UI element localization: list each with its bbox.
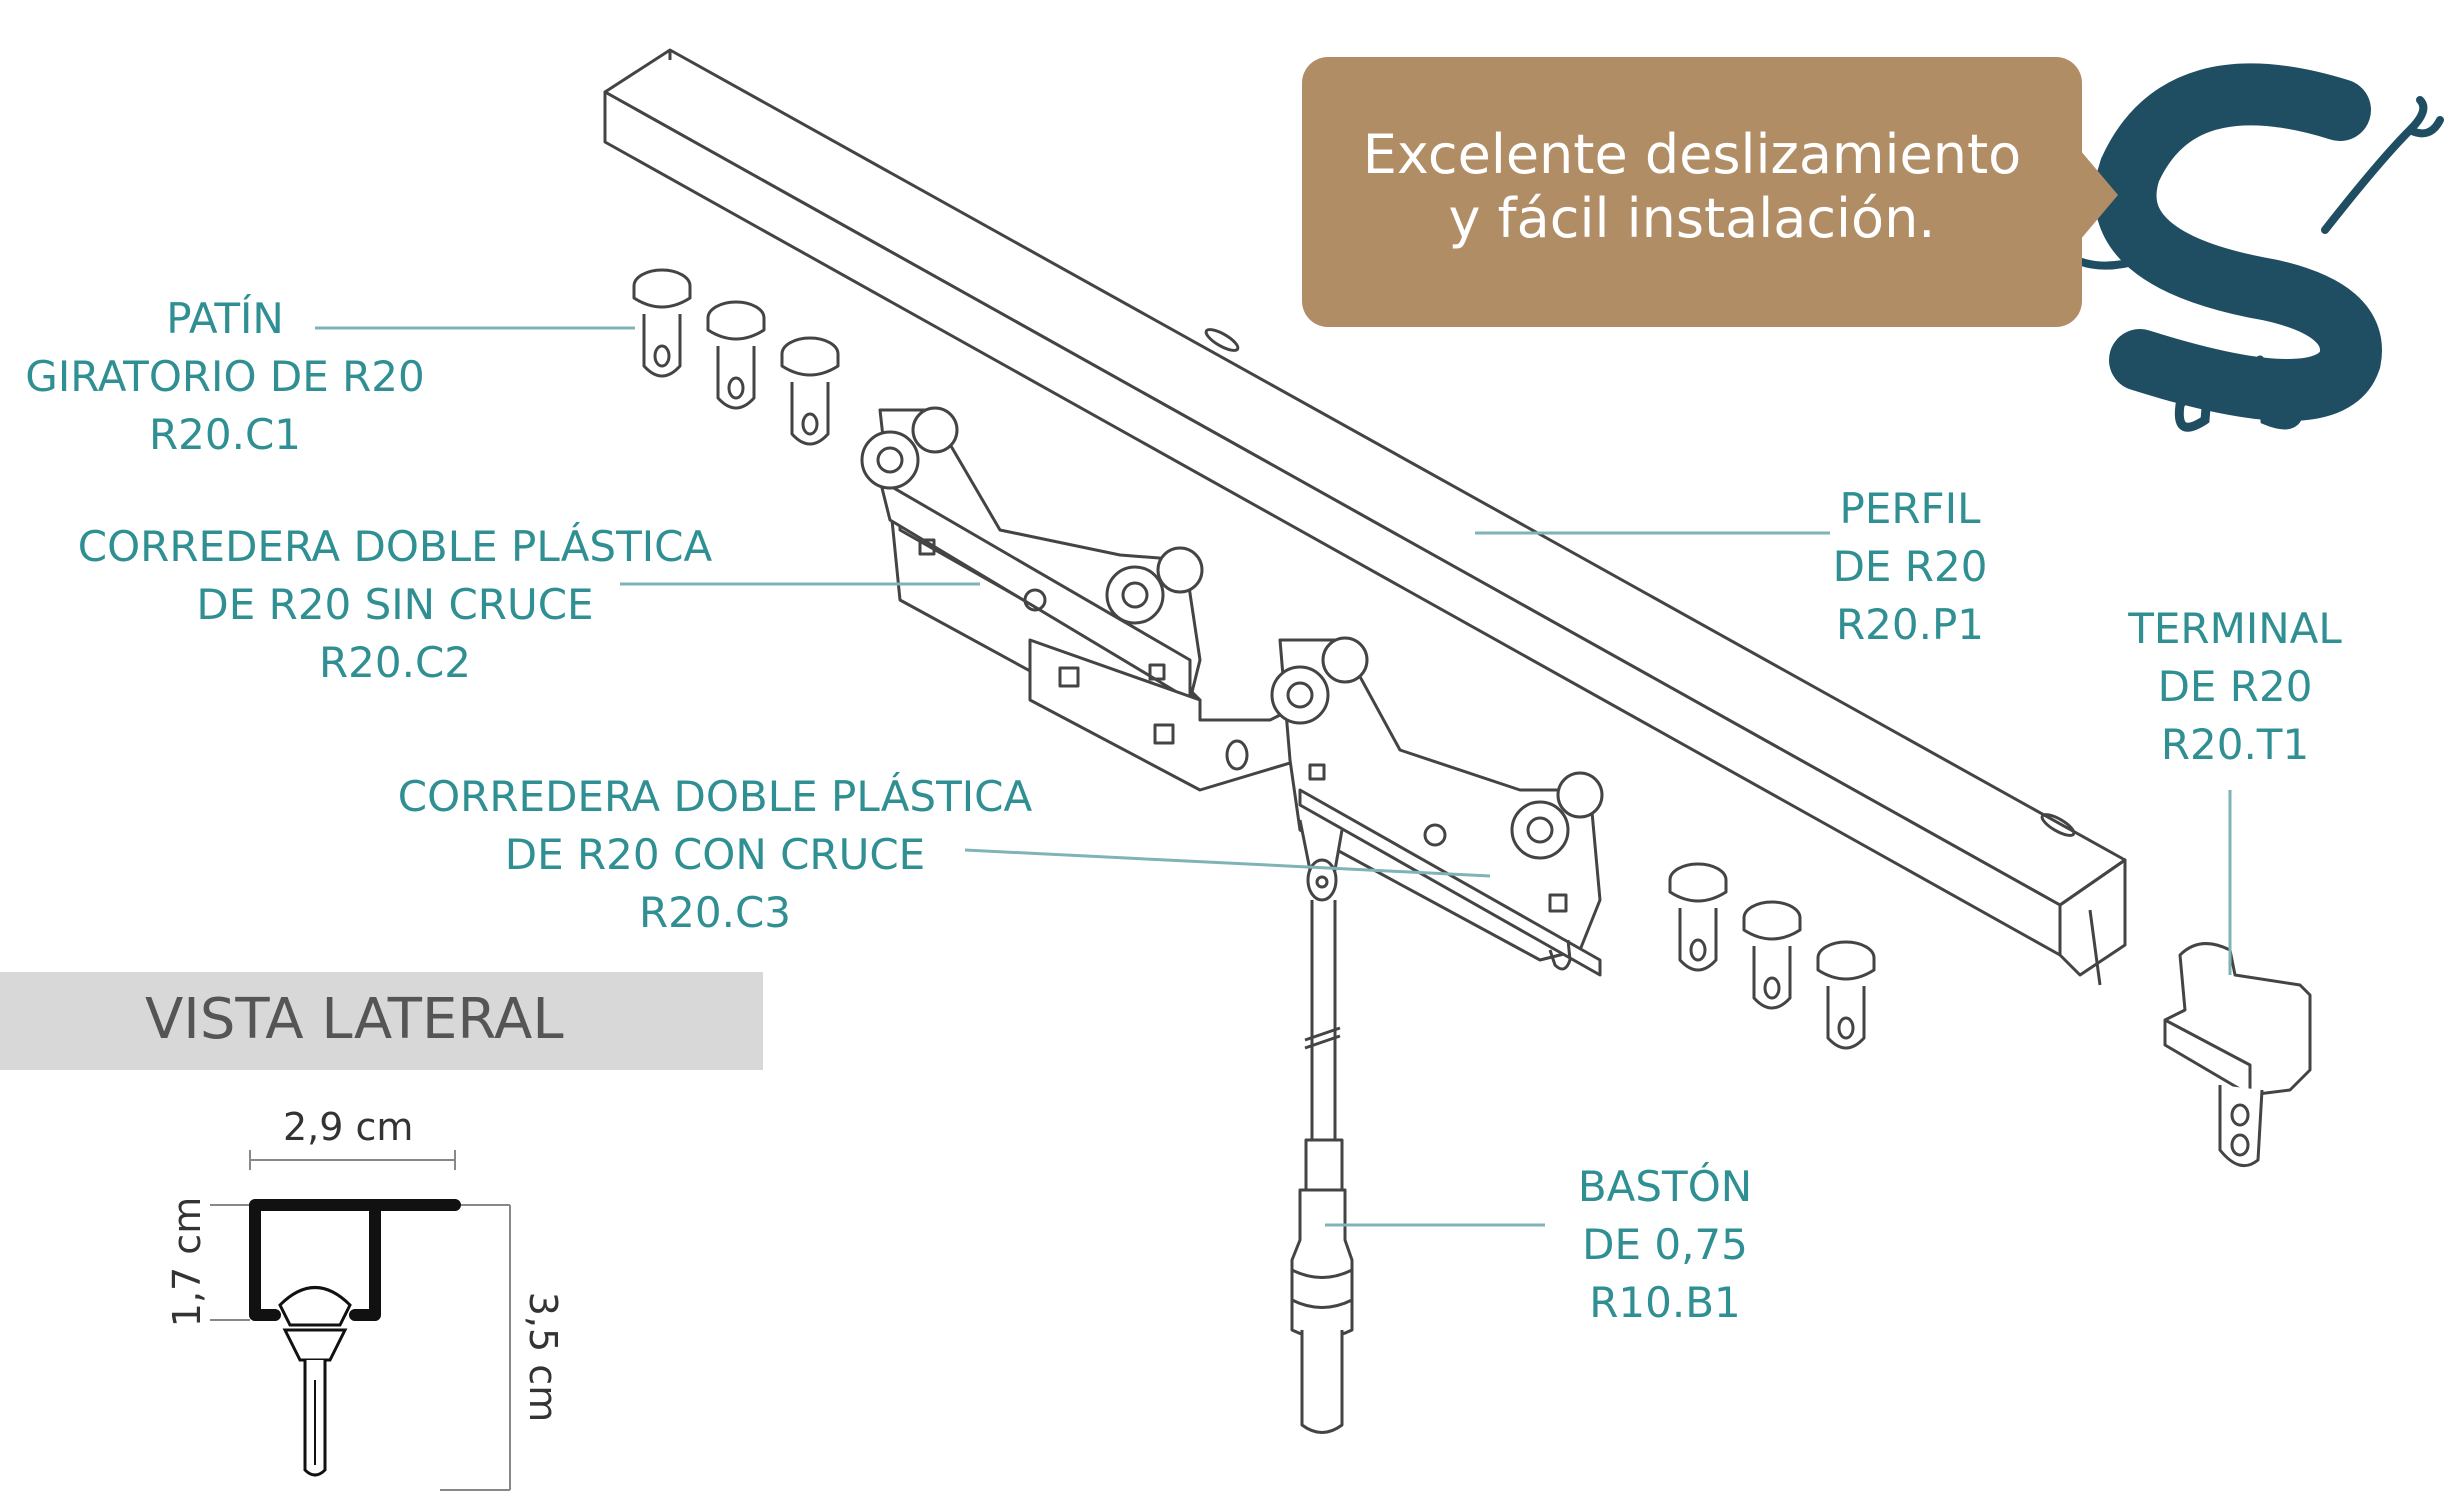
bubble-line-1: Excelente deslizamiento (1362, 123, 2022, 186)
double-slider-cross (1270, 636, 1604, 977)
dimension-height-inner: 1,7 cm (165, 1196, 210, 1328)
label-patin: PATÍN GIRATORIO DE R20 R20.C1 (25, 294, 425, 459)
terminal-end-cap (2163, 942, 2312, 1168)
side-view-title: VISTA LATERAL (145, 987, 564, 1052)
side-view-profile (210, 1150, 511, 1491)
label-corredera-con-cruce: CORREDERA DOBLE PLÁSTICA DE R20 CON CRUC… (397, 772, 1033, 937)
baton (1290, 819, 1354, 1434)
side-view-header: VISTA LATERAL (0, 972, 763, 1070)
swivel-gliders-right (1668, 862, 1876, 1050)
leader-corredera-con-cruce (964, 848, 1491, 878)
label-corredera-sin-cruce: CORREDERA DOBLE PLÁSTICA DE R20 SIN CRUC… (77, 522, 713, 687)
bubble-line-2: y fácil instalación. (1448, 187, 1936, 250)
speech-bubble: Excelente deslizamiento y fácil instalac… (1302, 57, 2082, 327)
mascot-s-icon (2040, 63, 2444, 432)
dimension-width: 2,9 cm (283, 1105, 414, 1149)
double-slider-no-cross (860, 406, 1204, 722)
label-baston: BASTÓN DE 0,75 R10.B1 (1577, 1162, 1753, 1327)
label-terminal: TERMINAL DE R20 R20.T1 (2128, 604, 2342, 769)
label-perfil: PERFIL DE R20 R20.P1 (1832, 484, 1988, 649)
profile-rail (603, 48, 2127, 986)
speech-bubble-tail (2080, 150, 2118, 240)
dimension-height-total: 3,5 cm (521, 1291, 566, 1423)
swivel-gliders-left (632, 268, 840, 446)
